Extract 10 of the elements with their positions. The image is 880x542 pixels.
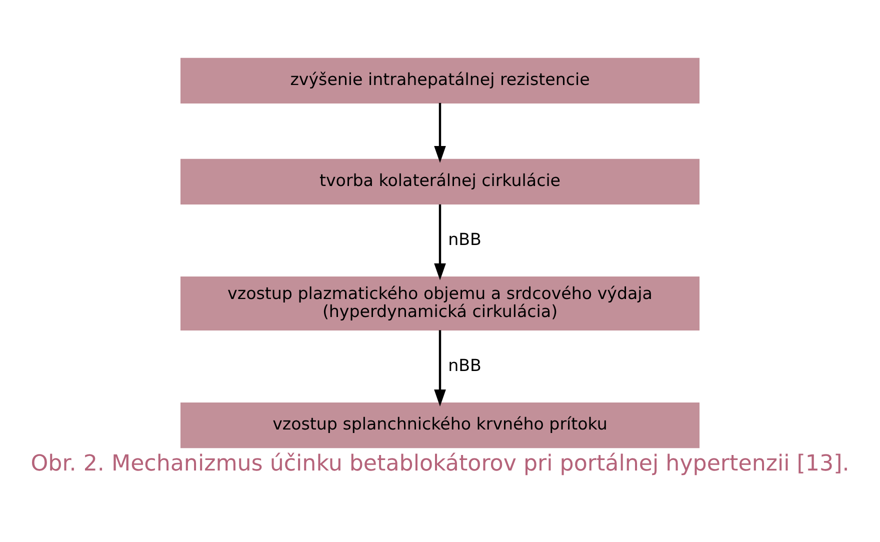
edge-label: nBB <box>448 356 482 375</box>
node-box: tvorba kolaterálnej cirkulácie <box>180 158 700 205</box>
edge-label: nBB <box>448 230 482 249</box>
node-box: vzostup plazmatického objemu a srdcového výdaja (hyperdynamická cirkulácia) <box>180 276 700 331</box>
arrow <box>434 330 446 406</box>
node-box: zvýšenie intrahepatálnej rezistencie <box>180 58 700 104</box>
arrow <box>434 102 446 163</box>
caption: Obr. 2. Mechanizmus účinku betablokátorov pri portálnej hypertenzii [13]. <box>30 450 850 477</box>
arrow <box>434 204 446 280</box>
node-box: vzostup splanchnického krvného prítoku <box>180 402 700 448</box>
